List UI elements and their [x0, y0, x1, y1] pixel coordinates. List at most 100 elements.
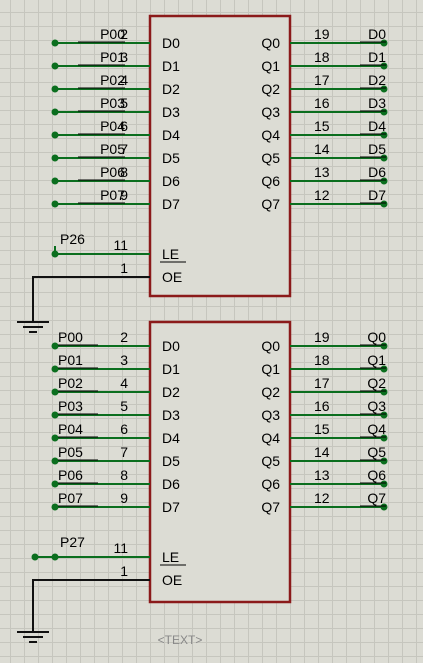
output-pin-label: Q4 [261, 430, 280, 446]
input-pin-label: D2 [162, 81, 180, 97]
output-junction [380, 457, 388, 465]
output-pin-number: 13 [314, 467, 330, 483]
output-pin-label: Q1 [261, 361, 280, 377]
input-pin-number: 5 [120, 398, 128, 414]
ground-wire [32, 579, 100, 632]
input-net-label: P04 [58, 421, 83, 437]
ground-wire [32, 276, 100, 322]
output-pin-number: 17 [314, 72, 330, 88]
output-pin-number: 18 [314, 49, 330, 65]
oe-pin-label: OE [162, 572, 182, 588]
input-pin-number: 9 [120, 490, 128, 506]
input-net-label: P05 [100, 141, 125, 157]
output-junction [380, 434, 388, 442]
output-pin-label: Q2 [261, 81, 280, 97]
oe-pin-number: 1 [120, 563, 128, 579]
le-pin-number: 11 [113, 237, 128, 253]
input-net-label: P02 [58, 375, 83, 391]
input-junction [51, 411, 59, 419]
input-junction [51, 131, 59, 139]
output-net-label: D6 [368, 164, 386, 180]
input-pin-label: D1 [162, 361, 180, 377]
output-junction [380, 388, 388, 396]
input-pin-number: 2 [120, 329, 128, 345]
output-pin-number: 12 [314, 490, 330, 506]
output-pin-number: 13 [314, 164, 330, 180]
output-junction [380, 200, 388, 208]
input-net-label: P00 [100, 26, 125, 42]
output-net-label: Q7 [367, 490, 386, 506]
output-pin-number: 18 [314, 352, 330, 368]
input-pin-number: 4 [120, 72, 128, 88]
output-pin-label: Q0 [261, 35, 280, 51]
input-junction [51, 39, 59, 47]
input-pin-number: 6 [120, 118, 128, 134]
le-pin-number: 11 [113, 540, 128, 556]
output-junction [380, 131, 388, 139]
output-net-label: Q5 [367, 444, 386, 460]
output-pin-number: 16 [314, 95, 330, 111]
input-net-label: P00 [58, 329, 83, 345]
input-net-label: P03 [100, 95, 125, 111]
input-pin-label: D5 [162, 150, 180, 166]
input-pin-label: D4 [162, 430, 180, 446]
input-pin-label: D0 [162, 338, 180, 354]
output-net-label: Q1 [367, 352, 386, 368]
input-pin-label: D7 [162, 196, 180, 212]
input-pin-number: 8 [120, 467, 128, 483]
oe-pin-label: OE [162, 269, 182, 285]
output-junction [380, 177, 388, 185]
output-net-label: D0 [368, 26, 386, 42]
input-pin-number: 3 [120, 49, 128, 65]
output-junction [380, 411, 388, 419]
output-junction [380, 503, 388, 511]
output-junction [380, 480, 388, 488]
input-net-label: P06 [100, 164, 125, 180]
output-pin-label: Q3 [261, 104, 280, 120]
input-pin-label: D1 [162, 58, 180, 74]
output-pin-number: 15 [314, 118, 330, 134]
output-junction [380, 108, 388, 116]
output-pin-label: Q5 [261, 150, 280, 166]
input-junction [51, 342, 59, 350]
input-junction [51, 108, 59, 116]
input-net-label: P03 [58, 398, 83, 414]
le-pin-label: LE [162, 549, 179, 565]
input-pin-number: 6 [120, 421, 128, 437]
output-pin-label: Q6 [261, 476, 280, 492]
input-pin-number: 5 [120, 95, 128, 111]
output-net-label: Q2 [367, 375, 386, 391]
output-junction [380, 85, 388, 93]
input-pin-label: D0 [162, 35, 180, 51]
input-pin-number: 8 [120, 164, 128, 180]
output-pin-label: Q3 [261, 407, 280, 423]
output-pin-number: 19 [314, 26, 330, 42]
output-junction [380, 39, 388, 47]
output-pin-label: Q5 [261, 453, 280, 469]
input-net-label: P06 [58, 467, 83, 483]
input-pin-label: D5 [162, 453, 180, 469]
le-pin-label: LE [162, 246, 179, 262]
input-junction [51, 365, 59, 373]
output-pin-number: 19 [314, 329, 330, 345]
input-net-label: P01 [58, 352, 83, 368]
input-junction [51, 154, 59, 162]
output-net-label: D4 [368, 118, 386, 134]
output-pin-number: 15 [314, 421, 330, 437]
input-net-label: P04 [100, 118, 125, 134]
output-net-label: Q0 [367, 329, 386, 345]
output-net-label: D2 [368, 72, 386, 88]
input-junction [51, 480, 59, 488]
output-pin-number: 12 [314, 187, 330, 203]
le-net-label: P26 [60, 231, 85, 247]
input-pin-number: 2 [120, 26, 128, 42]
input-net-label: P01 [100, 49, 125, 65]
input-pin-label: D3 [162, 104, 180, 120]
output-pin-label: Q7 [261, 196, 280, 212]
latch-chip-1: D02P00D13P01D24P02D35P03D46P04D57P05D68P… [17, 14, 388, 333]
output-net-label: D5 [368, 141, 386, 157]
input-pin-number: 4 [120, 375, 128, 391]
input-junction [51, 200, 59, 208]
output-pin-number: 14 [314, 141, 330, 157]
